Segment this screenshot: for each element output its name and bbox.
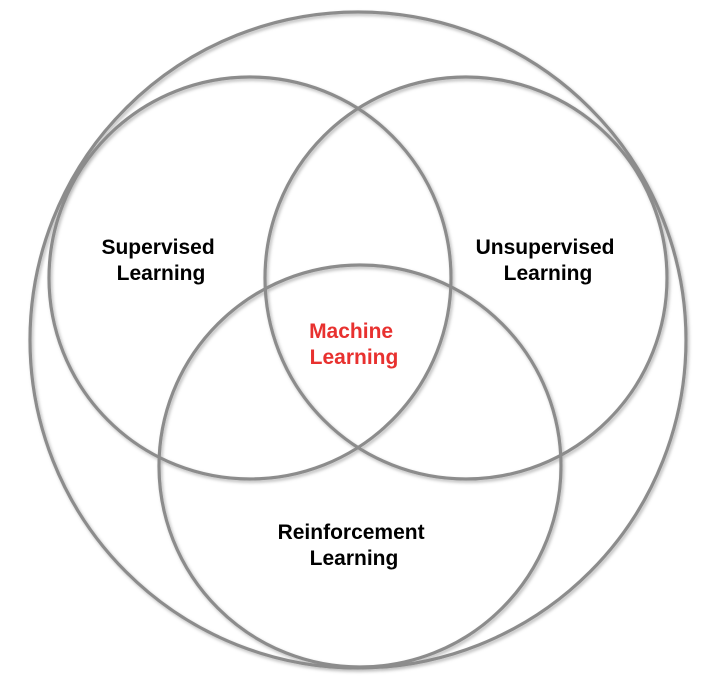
unsupervised-label: Unsupervised Learning <box>476 236 621 285</box>
unsupervised-circle <box>263 75 669 481</box>
supervised-label: Supervised Learning <box>101 236 220 285</box>
supervised-circle <box>47 75 453 481</box>
reinforcement-circle <box>157 263 563 669</box>
reinforcement-label: Reinforcement Learning <box>278 521 431 570</box>
machine-learning-label: Machine Learning <box>309 320 399 369</box>
